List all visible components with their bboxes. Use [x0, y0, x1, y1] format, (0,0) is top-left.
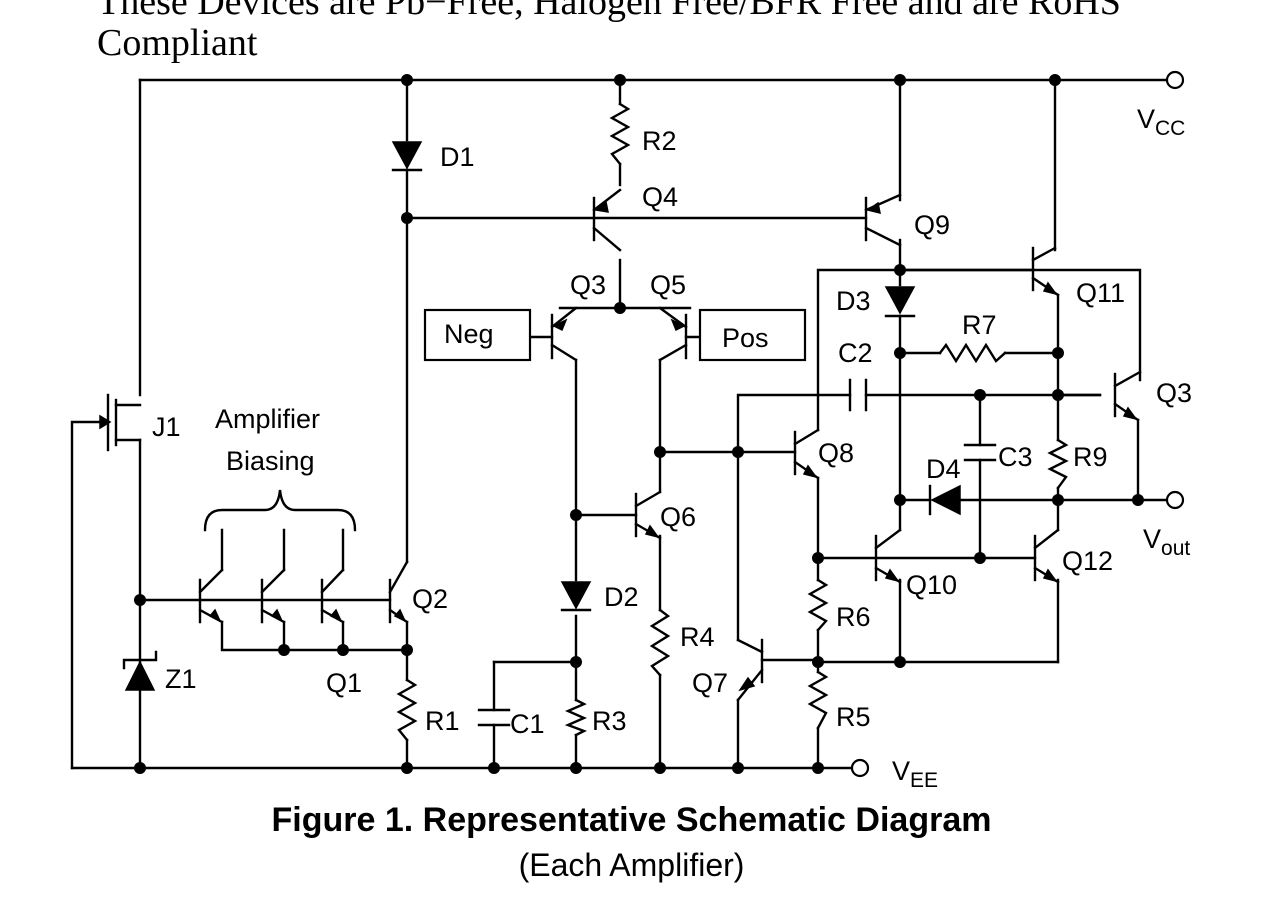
transistor-q7	[736, 638, 764, 702]
transistor-q3-input	[528, 306, 578, 362]
transistor-q11	[898, 246, 1060, 297]
capacitor-c1	[477, 708, 511, 727]
label-r1: R1	[425, 706, 460, 736]
junction-dots	[134, 74, 1144, 774]
label-r6: R6	[836, 602, 871, 632]
transistor-q5	[658, 306, 702, 362]
capacitor-c3	[963, 443, 997, 462]
label-r9: R9	[1073, 442, 1108, 472]
intro-text-line-2: Compliant	[97, 22, 258, 64]
resistor-r7	[938, 342, 1007, 364]
diode-d3	[884, 286, 916, 318]
resistor-r9	[1047, 438, 1069, 490]
transistor-q1-array	[198, 528, 345, 624]
label-q12: Q12	[1062, 546, 1113, 576]
input-neg-box	[423, 308, 532, 362]
label-r7: R7	[962, 310, 997, 340]
label-vcc: VCC	[1137, 104, 1185, 140]
label-amplifier: Amplifier	[215, 404, 320, 434]
resistor-r1	[396, 678, 418, 742]
capacitor-c2	[848, 378, 868, 412]
terminal-vee	[850, 758, 870, 778]
transistor-q4	[592, 188, 622, 252]
schematic-diagram: VCC Vout VEE Neg Pos Amplifier Biasing J…	[70, 70, 1192, 792]
capacitors	[477, 378, 997, 727]
label-r4: R4	[680, 622, 715, 652]
label-c1: C1	[510, 709, 545, 739]
terminal-vcc	[1165, 70, 1185, 90]
resistor-r2	[609, 102, 631, 166]
label-d3: D3	[836, 286, 871, 316]
label-q1: Q1	[326, 668, 362, 698]
resistor-r6	[807, 578, 829, 632]
resistor-r5	[807, 670, 829, 730]
terminal-vout	[1165, 490, 1185, 510]
transistor-q10	[874, 528, 902, 584]
figure-subtitle: (Each Amplifier)	[518, 847, 745, 883]
transistor-q9	[864, 193, 902, 247]
bias-brace	[203, 489, 357, 532]
label-c2: C2	[838, 338, 873, 368]
label-pos: Pos	[722, 323, 769, 353]
label-r5: R5	[836, 702, 871, 732]
component-labels: VCC Vout VEE Neg Pos Amplifier Biasing J…	[152, 104, 1192, 792]
label-d4: D4	[926, 454, 961, 484]
label-j1: J1	[152, 412, 181, 442]
transistor-q6	[634, 490, 662, 540]
label-q10: Q10	[906, 570, 957, 600]
label-biasing: Biasing	[226, 446, 315, 476]
label-q3-output: Q3	[1156, 378, 1192, 408]
jfet-j1	[99, 393, 142, 452]
diode-d4	[928, 484, 961, 516]
transistors	[198, 188, 1142, 702]
transistor-q2	[388, 560, 409, 624]
label-q6: Q6	[660, 502, 696, 532]
label-vout: Vout	[1143, 524, 1190, 560]
label-r3: R3	[592, 706, 627, 736]
diode-d1	[391, 141, 423, 172]
label-z1: Z1	[165, 664, 197, 694]
label-c3: C3	[998, 442, 1033, 472]
transistor-q8	[793, 428, 820, 480]
label-q8: Q8	[818, 438, 854, 468]
label-q9: Q9	[914, 210, 950, 240]
figure-title: Figure 1. Representative Schematic Diagr…	[271, 801, 992, 839]
transistor-q3-output	[1113, 370, 1142, 422]
label-q5: Q5	[650, 270, 686, 300]
resistor-r4	[649, 608, 671, 677]
label-neg: Neg	[444, 319, 494, 349]
label-q3-input: Q3	[570, 270, 606, 300]
label-vee: VEE	[892, 756, 938, 792]
wires	[70, 78, 1167, 770]
label-q4: Q4	[642, 182, 678, 212]
diode-d2	[560, 581, 592, 612]
label-q7: Q7	[692, 668, 728, 698]
diodes	[122, 141, 961, 691]
resistor-r3	[564, 698, 587, 737]
label-d1: D1	[440, 142, 475, 172]
label-d2: D2	[604, 582, 639, 612]
intro-text-line-1: These Devices are Pb−Free, Halogen Free/…	[97, 0, 1121, 23]
label-q2: Q2	[412, 584, 448, 614]
resistors	[396, 102, 1069, 742]
transistor-q12	[1033, 528, 1060, 584]
input-pos-box	[698, 308, 807, 362]
label-q11: Q11	[1076, 278, 1125, 308]
zener-z1	[122, 650, 158, 691]
label-r2: R2	[642, 126, 677, 156]
